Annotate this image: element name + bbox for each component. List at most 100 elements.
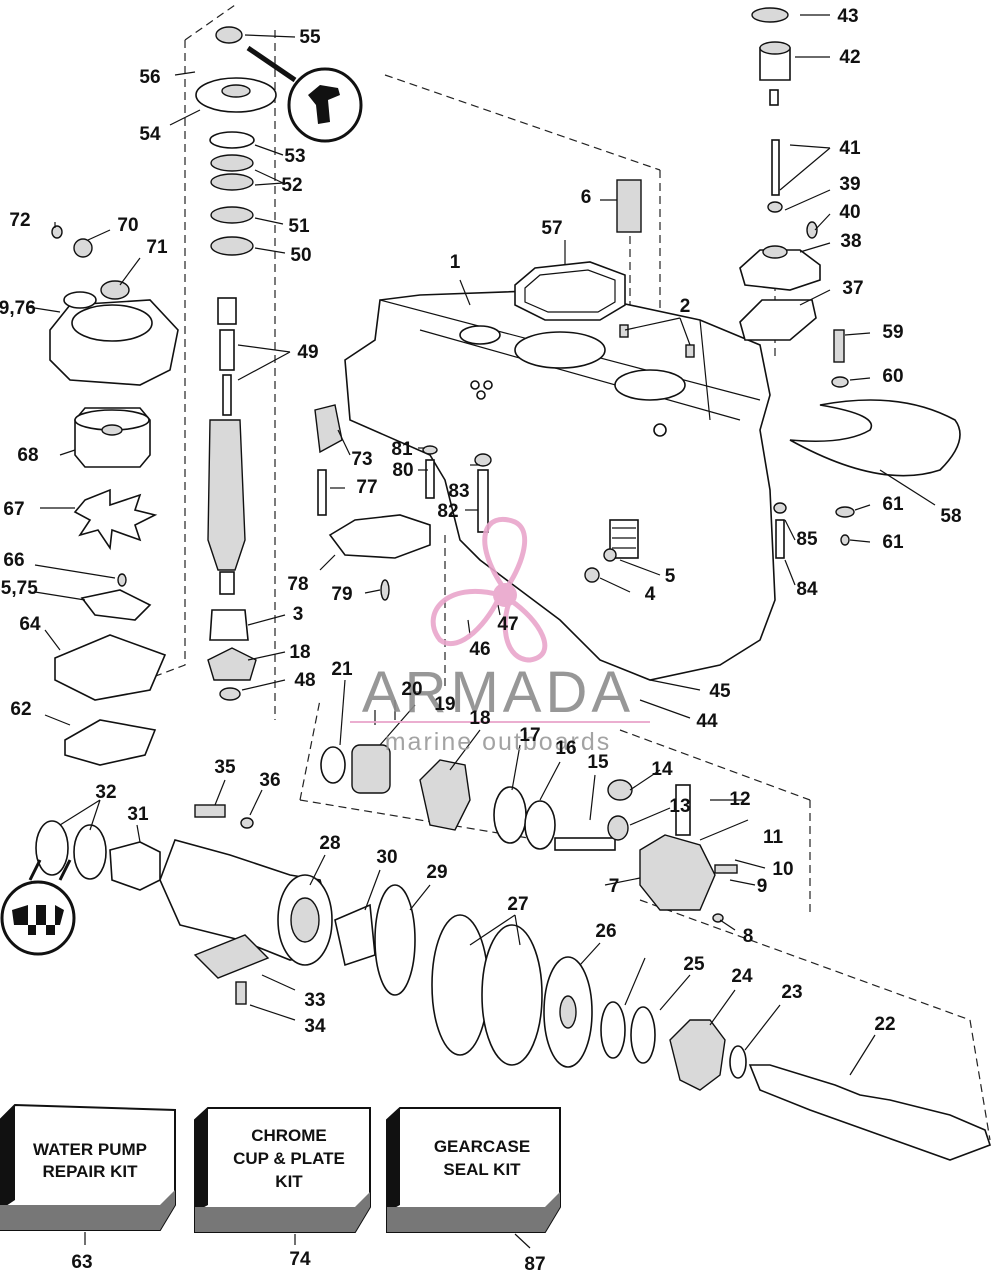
callout-84: 84	[796, 579, 818, 600]
kit-water-pump-ref: 63	[71, 1252, 92, 1272]
kit-gearcase-seal-ref: 87	[524, 1254, 545, 1272]
callout-25: 25	[683, 954, 705, 975]
callout-38: 38	[840, 231, 861, 252]
propshaft-assembly	[35, 744, 992, 1161]
watermark-tagline: marine outboards	[385, 728, 612, 756]
callout-35: 35	[214, 757, 236, 778]
callout-50: 50	[290, 245, 311, 266]
callout-32: 32	[95, 782, 116, 803]
callout-81: 81	[391, 439, 413, 460]
callout-51: 51	[288, 216, 310, 237]
callout-82: 82	[437, 501, 458, 522]
leader-lines	[27, 14, 936, 1076]
driveshaft-stack	[195, 26, 277, 701]
callout-80: 80	[392, 460, 413, 481]
kit-chrome-cup-line-1: CHROME	[251, 1126, 327, 1145]
callout-70: 70	[117, 215, 138, 236]
callout-53: 53	[284, 146, 305, 167]
callout-12: 12	[729, 789, 750, 810]
callout-40: 40	[839, 202, 860, 223]
callout-66: 66	[3, 550, 24, 571]
part-58-gasket	[514, 261, 626, 321]
callout-17: 17	[519, 725, 540, 746]
callout-62: 62	[10, 699, 31, 720]
kit-chrome-cup-line-2: CUP & PLATE	[233, 1149, 345, 1168]
callout-41: 41	[839, 138, 861, 159]
callout-33: 33	[304, 990, 325, 1011]
callout-numbers: 1234567891011121314151617181819202122232…	[0, 6, 962, 1037]
kit-box-gearcase-seal: GEARCASE SEAL KIT	[386, 1107, 561, 1249]
callout-3: 3	[293, 604, 304, 625]
callout-61: 61	[882, 494, 904, 515]
callout-24: 24	[731, 966, 753, 987]
callout-73: 73	[351, 449, 372, 470]
callout-18: 18	[289, 642, 310, 663]
callout-52: 52	[281, 175, 302, 196]
callout-36: 36	[259, 770, 280, 791]
callout-26: 26	[595, 921, 616, 942]
propeller-logo-icon	[430, 516, 548, 663]
callout-39: 39	[839, 174, 860, 195]
kit-gearcase-seal-line-2: SEAL KIT	[443, 1160, 521, 1179]
kit-box-chrome-cup: CHROME CUP & PLATE KIT	[194, 1107, 371, 1245]
callout-21: 21	[331, 659, 353, 680]
gearcase-housing	[344, 289, 776, 681]
callout-79: 79	[331, 584, 352, 605]
callout-69-76: 69,76	[0, 298, 36, 319]
trim-tab-parts	[584, 519, 639, 583]
callout-30: 30	[376, 847, 397, 868]
callout-72: 72	[9, 210, 30, 231]
callout-44: 44	[696, 711, 718, 732]
callout-28: 28	[319, 833, 340, 854]
callout-16: 16	[555, 738, 576, 759]
callout-47: 47	[497, 614, 518, 635]
water-pump-group	[49, 225, 179, 766]
callout-59: 59	[882, 322, 903, 343]
armada-watermark: ARMADA marine outboards	[350, 516, 650, 756]
watermark-brand: ARMADA	[362, 660, 634, 725]
kit-chrome-cup-line-3: KIT	[275, 1172, 303, 1191]
callout-77: 77	[356, 477, 377, 498]
callout-71: 71	[146, 237, 168, 258]
callout-85: 85	[796, 529, 818, 550]
callout-37: 37	[842, 278, 863, 299]
kit-box-water-pump: WATER PUMP REPAIR KIT	[0, 1103, 176, 1245]
callout-7: 7	[609, 876, 620, 897]
callout-83: 83	[448, 481, 469, 502]
kit-gearcase-seal-line-1: GEARCASE	[434, 1137, 530, 1156]
lubricant-icon-top	[246, 45, 363, 143]
shift-linkage-parts	[314, 404, 492, 601]
callout-4: 4	[645, 584, 656, 605]
callout-1: 1	[450, 252, 461, 273]
part-6-anode	[616, 179, 642, 233]
callout-11: 11	[763, 827, 784, 848]
callout-5: 5	[665, 566, 676, 587]
callout-61: 61	[882, 532, 904, 553]
callout-48: 48	[294, 670, 315, 691]
callout-2: 2	[680, 296, 691, 317]
callout-18: 18	[469, 708, 490, 729]
callout-10: 10	[772, 859, 793, 880]
callout-8: 8	[743, 926, 754, 947]
callout-67: 67	[3, 499, 24, 520]
kit-chrome-cup-ref: 74	[289, 1249, 311, 1270]
shift-rod-group	[739, 7, 961, 559]
callout-65-75: 65,75	[0, 578, 38, 599]
callout-55: 55	[299, 27, 321, 48]
callout-15: 15	[587, 752, 609, 773]
callout-42: 42	[839, 47, 860, 68]
callout-57: 57	[541, 218, 562, 239]
kit-water-pump-line-2: REPAIR KIT	[42, 1162, 138, 1181]
callout-23: 23	[781, 982, 802, 1003]
callout-29: 29	[426, 862, 447, 883]
callout-54: 54	[139, 124, 161, 145]
callout-45: 45	[709, 681, 731, 702]
callout-60: 60	[882, 366, 903, 387]
callout-68: 68	[17, 445, 38, 466]
callout-58: 58	[940, 506, 961, 527]
callout-49: 49	[297, 342, 318, 363]
callout-43: 43	[837, 6, 858, 27]
callout-64: 64	[19, 614, 41, 635]
